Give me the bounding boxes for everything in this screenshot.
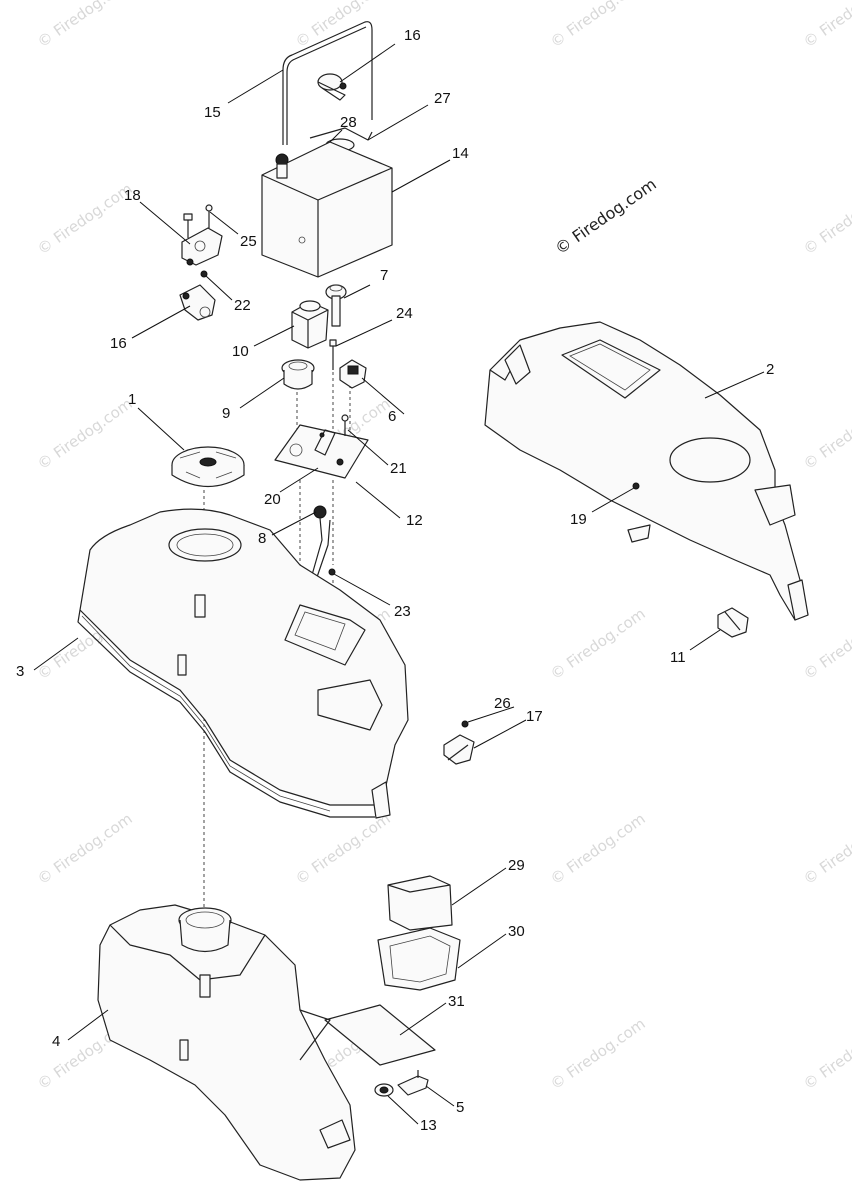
watermark: © Firedog.com xyxy=(547,605,649,684)
callout-31: 31 xyxy=(448,993,465,1010)
part-2-rear-cover xyxy=(484,321,809,621)
part-29-lens xyxy=(387,875,453,931)
part-12-mount-plate xyxy=(274,414,369,479)
part-1-fuel-cap xyxy=(171,446,245,487)
watermark: © Firedog.com xyxy=(800,0,852,51)
part-8-choke-lever xyxy=(311,505,336,581)
part-16-terminal-top xyxy=(317,73,347,101)
part-11-connector xyxy=(717,607,749,638)
callout-13: 13 xyxy=(420,1117,437,1134)
callout-19: 19 xyxy=(570,511,587,528)
watermark: © Firedog.com xyxy=(34,0,136,51)
part-17-sensor xyxy=(443,720,475,765)
callout-22: 22 xyxy=(234,297,251,314)
callout-30: 30 xyxy=(508,923,525,940)
watermark: © Firedog.com xyxy=(292,810,394,889)
watermark: © Firedog.com xyxy=(800,810,852,889)
part-14-battery xyxy=(261,141,393,278)
watermark: © Firedog.com xyxy=(34,180,136,259)
callout-12: 12 xyxy=(406,512,423,529)
callout-29: 29 xyxy=(508,857,525,874)
watermark: © Firedog.com xyxy=(34,810,136,889)
callout-14: 14 xyxy=(452,145,469,162)
part-13-grommet xyxy=(374,1083,394,1097)
callout-16: 16 xyxy=(404,27,421,44)
callout-5: 5 xyxy=(456,1099,464,1116)
callout-23: 23 xyxy=(394,603,411,620)
callout-16: 16 xyxy=(110,335,127,352)
callout-8: 8 xyxy=(258,530,266,547)
callout-18: 18 xyxy=(124,187,141,204)
part-24-bolt xyxy=(329,339,337,370)
callout-25: 25 xyxy=(240,233,257,250)
watermark: © Firedog.com xyxy=(800,180,852,259)
callout-1: 1 xyxy=(128,391,136,408)
callout-3: 3 xyxy=(16,663,24,680)
callout-10: 10 xyxy=(232,343,249,360)
watermark: © Firedog.com xyxy=(800,1015,852,1094)
watermark: © Firedog.com xyxy=(547,810,649,889)
part-15-battery-strap xyxy=(282,21,373,145)
callout-28: 28 xyxy=(340,114,357,131)
part-5-fitting xyxy=(397,1070,429,1096)
watermark: © Firedog.com xyxy=(292,0,394,51)
leader-lines xyxy=(33,43,765,1125)
part-7-knob xyxy=(325,284,347,327)
part-16-terminal-lower xyxy=(179,284,216,321)
callout-11: 11 xyxy=(670,649,686,666)
part-30-bezel xyxy=(377,927,461,991)
callout-27: 27 xyxy=(434,90,451,107)
callout-7: 7 xyxy=(380,267,388,284)
copyright-notice: © Firedog.com xyxy=(551,174,659,258)
callout-2: 2 xyxy=(766,361,774,378)
watermark: © Firedog.com xyxy=(800,605,852,684)
callout-6: 6 xyxy=(388,408,396,425)
part-31-decal xyxy=(324,1004,436,1066)
part-18-relay xyxy=(181,204,223,278)
callout-24: 24 xyxy=(396,305,413,322)
callout-4: 4 xyxy=(52,1033,60,1050)
part-6-switch xyxy=(339,359,367,389)
callout-17: 17 xyxy=(526,708,543,725)
watermark: © Firedog.com xyxy=(547,1015,649,1094)
watermark: © Firedog.com xyxy=(547,0,649,51)
callout-26: 26 xyxy=(494,695,511,712)
callout-20: 20 xyxy=(264,491,281,508)
part-3-front-cover xyxy=(77,508,409,819)
callout-labels: 15 16 27 28 14 18 25 22 16 10 7 24 9 6 1… xyxy=(16,27,774,1134)
callout-15: 15 xyxy=(204,104,221,121)
callout-9: 9 xyxy=(222,405,230,422)
part-4-fuel-tank xyxy=(97,904,356,1181)
watermark: © Firedog.com xyxy=(34,395,136,474)
part-9-socket xyxy=(281,359,315,390)
part-10-ignition-switch xyxy=(291,300,329,349)
watermark: © Firedog.com xyxy=(800,395,852,474)
callout-21: 21 xyxy=(390,460,407,477)
